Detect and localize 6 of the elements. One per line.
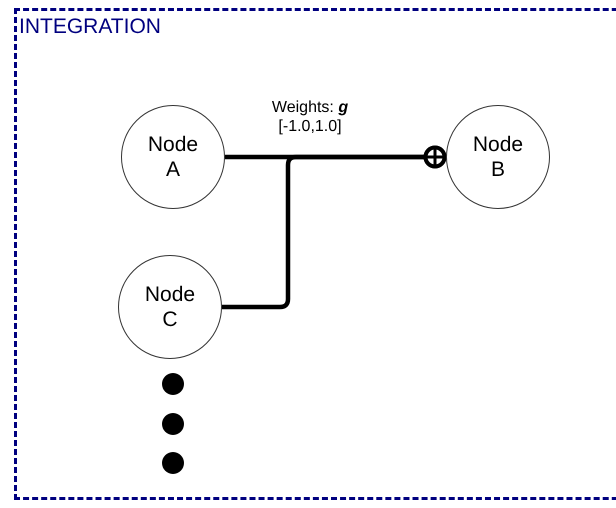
node-label: Node A [146,132,200,182]
group-frame [14,8,616,500]
group-title: INTEGRATION [19,15,161,39]
node-label: Node C [144,282,196,332]
node-label: Node B [472,132,524,182]
connector [222,146,446,310]
